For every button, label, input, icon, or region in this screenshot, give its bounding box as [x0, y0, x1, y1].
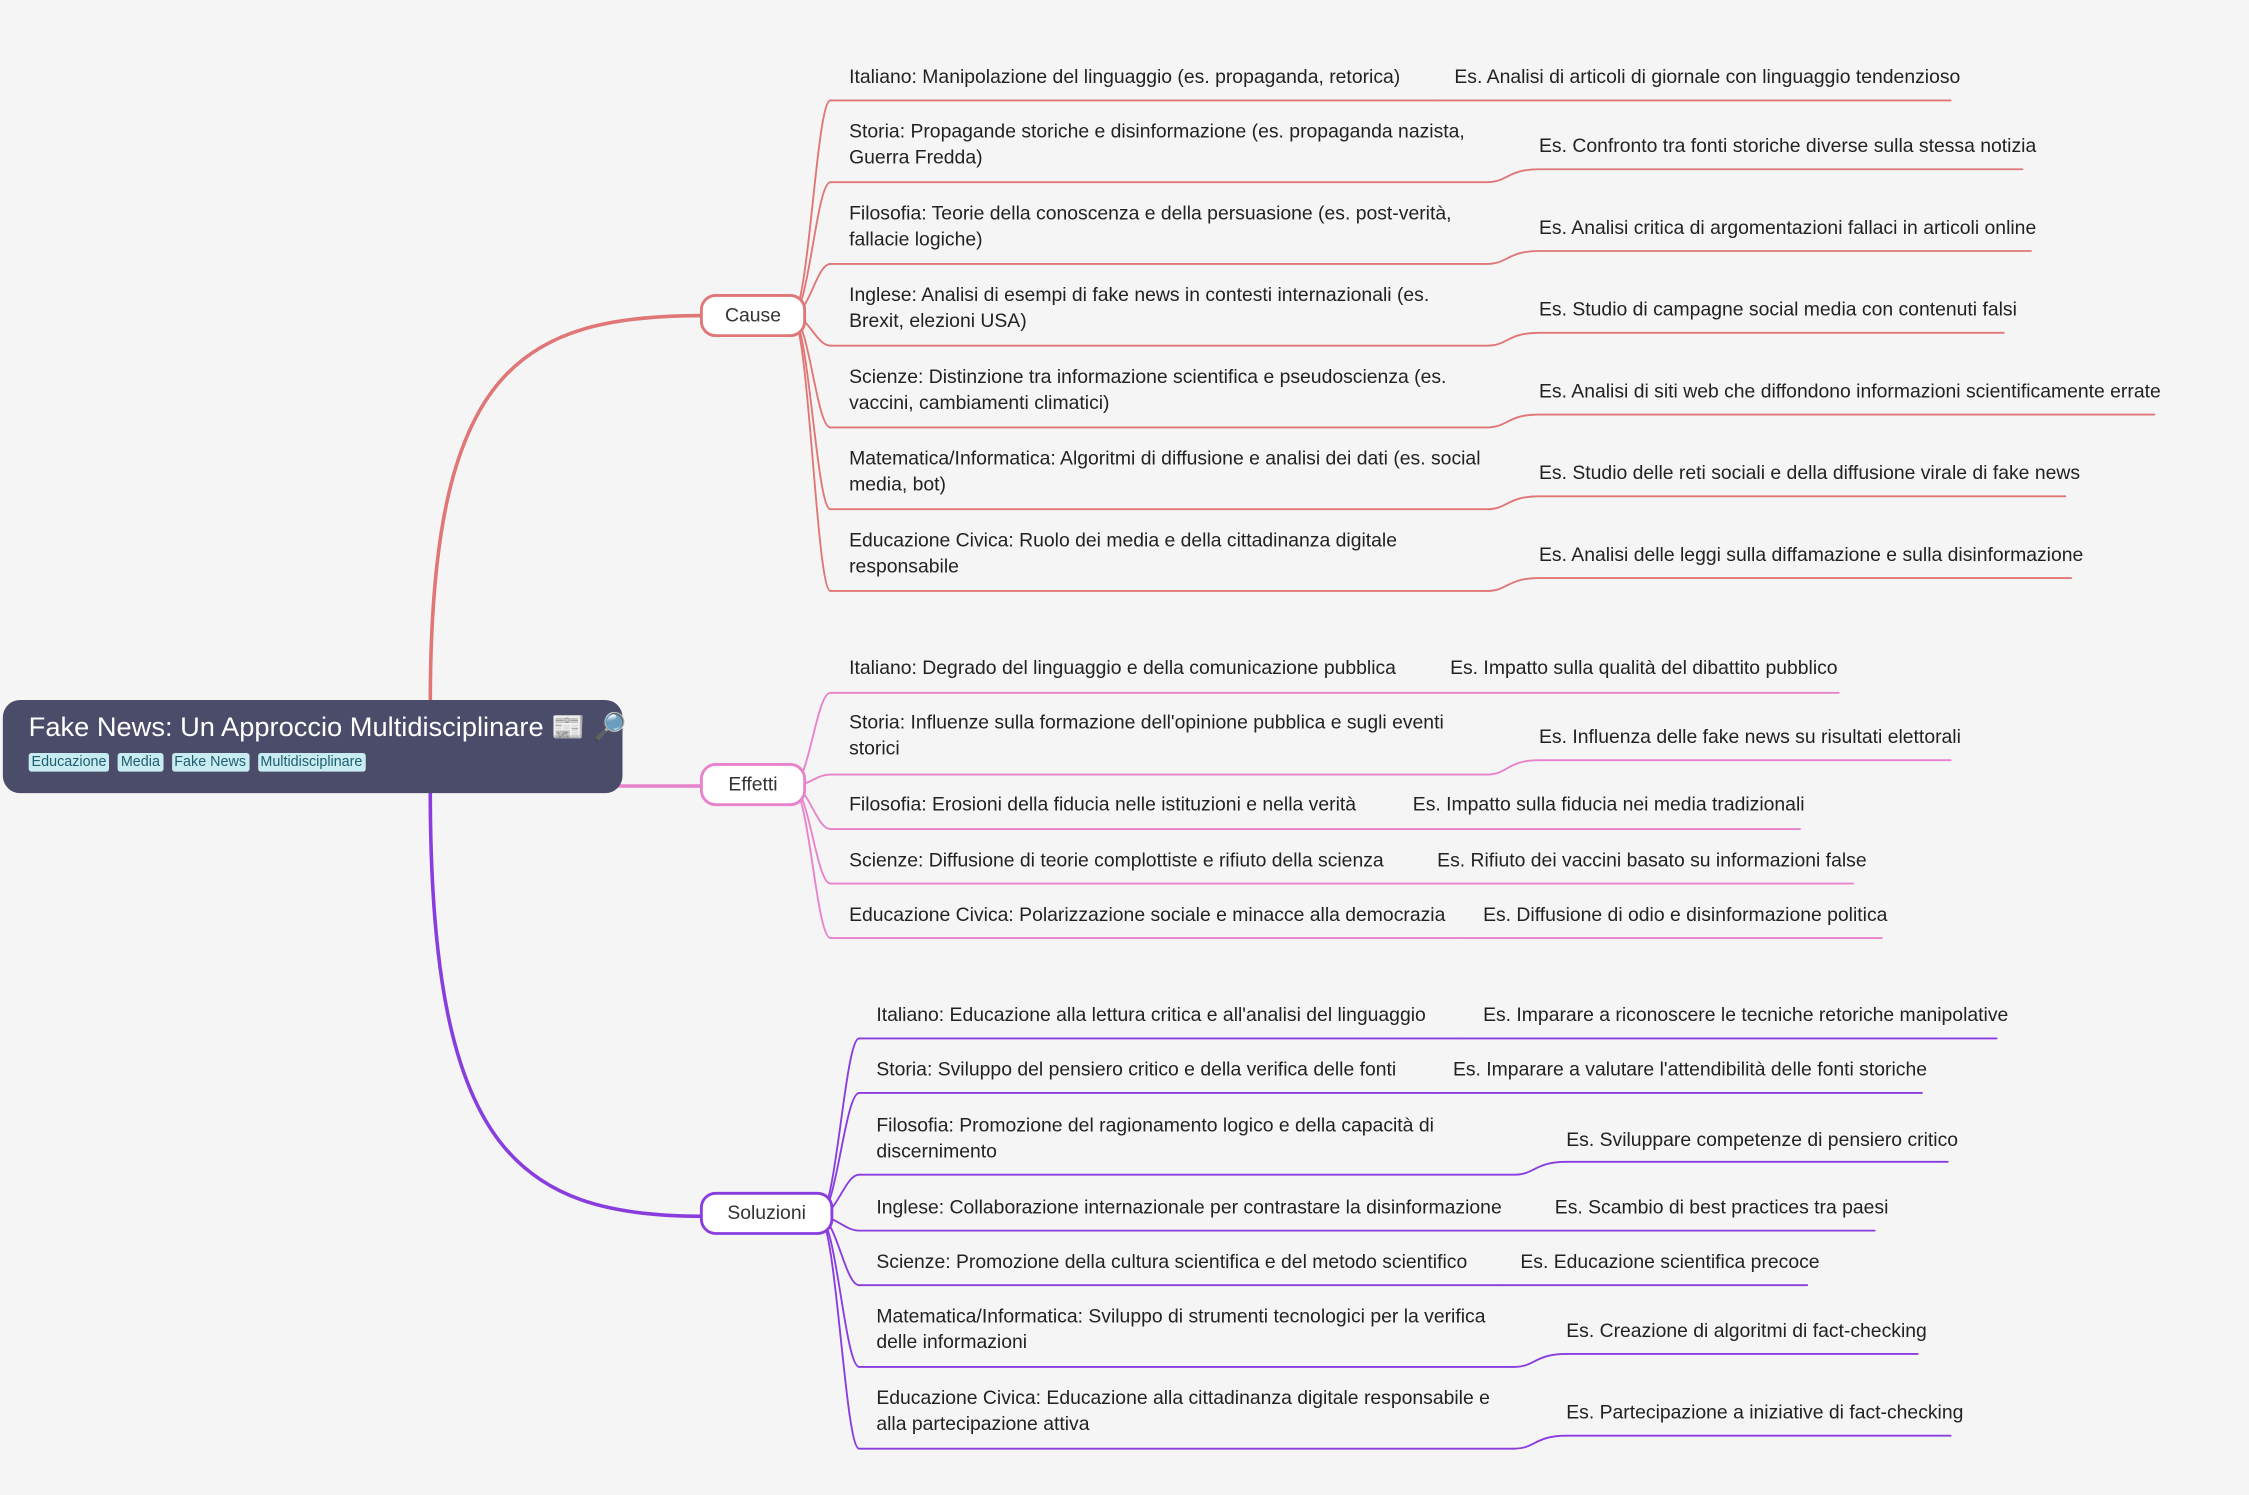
cause-item-connector — [790, 314, 832, 592]
effetti-item-connector — [790, 785, 832, 939]
soluzioni-item[interactable]: Storia: Sviluppo del pensiero critico e … — [876, 1058, 1397, 1081]
soluzioni-example[interactable]: Es. Imparare a valutare l'attendibilità … — [1452, 1058, 1927, 1081]
effetti-example[interactable]: Es. Impatto sulla qualità del dibattito … — [1450, 656, 1838, 679]
soluzioni-example[interactable]: Es. Partecipazione a iniziative di fact-… — [1566, 1401, 1964, 1423]
cause-item[interactable]: Educazione Civica: Ruolo dei media e del… — [849, 529, 1397, 577]
cause-item[interactable]: Italiano: Manipolazione del linguaggio (… — [849, 65, 1401, 88]
effetti-example-connector — [1486, 759, 1540, 776]
soluzioni-item[interactable]: Italiano: Educazione alla lettura critic… — [876, 1004, 1426, 1026]
branch-soluzioni[interactable]: Soluzioni — [699, 1191, 834, 1235]
cause-example[interactable]: Es. Analisi di articoli di giornale con … — [1454, 65, 1961, 88]
cause-example-connector — [1486, 495, 1540, 511]
cause-item[interactable]: Filosofia: Teorie della conoscenza e del… — [849, 202, 1452, 250]
connector-root-soluzioni — [428, 789, 705, 1219]
cause-example-connector — [1486, 168, 1540, 184]
tag-fake-news[interactable]: Fake News — [171, 753, 249, 772]
effetti-item[interactable]: Educazione Civica: Polarizzazione social… — [849, 903, 1446, 926]
root-node[interactable]: Fake News: Un Approccio Multidisciplinar… — [2, 699, 627, 794]
effetti-example[interactable]: Es. Rifiuto dei vaccini basato su inform… — [1437, 849, 1867, 871]
cause-example[interactable]: Es. Studio delle reti sociali e della di… — [1539, 461, 2081, 484]
soluzioni-example-connector — [1513, 1160, 1568, 1176]
branch-cause[interactable]: Cause — [699, 294, 807, 338]
effetti-example[interactable]: Es. Diffusione di odio e disinformazione… — [1483, 903, 1888, 926]
effetti-example[interactable]: Es. Influenza delle fake news su risulta… — [1539, 725, 1961, 748]
soluzioni-item[interactable]: Matematica/Informatica: Sviluppo di stru… — [876, 1305, 1486, 1353]
cause-example[interactable]: Es. Analisi di siti web che diffondono i… — [1539, 380, 2161, 402]
cause-example-connector — [1486, 331, 1540, 347]
cause-example-connector — [1486, 413, 1540, 429]
cause-item[interactable]: Matematica/Informatica: Algoritmi di dif… — [849, 447, 1481, 495]
connector-root-cause — [428, 313, 705, 705]
soluzioni-example[interactable]: Es. Educazione scientifica precoce — [1520, 1250, 1820, 1273]
effetti-item[interactable]: Storia: Influenze sulla formazione dell'… — [849, 711, 1444, 759]
root-title: Fake News: Un Approccio Multidisciplinar… — [28, 712, 627, 743]
soluzioni-example[interactable]: Es. Creazione di algoritmi di fact-check… — [1566, 1319, 1927, 1342]
branch-effetti[interactable]: Effetti — [699, 763, 807, 807]
soluzioni-example[interactable]: Es. Sviluppare competenze di pensiero cr… — [1566, 1128, 1959, 1151]
soluzioni-item[interactable]: Filosofia: Promozione del ragionamento l… — [876, 1114, 1434, 1162]
tag-media[interactable]: Media — [117, 753, 163, 772]
soluzioni-item[interactable]: Educazione Civica: Educazione alla citta… — [876, 1386, 1490, 1435]
tag-educazione[interactable]: Educazione — [28, 753, 110, 772]
cause-example[interactable]: Es. Confronto tra fonti storiche diverse… — [1539, 134, 2037, 157]
cause-item[interactable]: Inglese: Analisi di esempi di fake news … — [849, 283, 1430, 332]
soluzioni-example[interactable]: Es. Imparare a riconoscere le tecniche r… — [1483, 1004, 2009, 1026]
effetti-example[interactable]: Es. Impatto sulla fiducia nei media trad… — [1412, 793, 1805, 815]
effetti-item[interactable]: Filosofia: Erosioni della fiducia nelle … — [849, 793, 1357, 815]
cause-example-connector — [1486, 250, 1540, 265]
tag-multidisciplinare[interactable]: Multidisciplinare — [257, 753, 366, 772]
cause-example[interactable]: Es. Analisi critica di argomentazioni fa… — [1539, 216, 2037, 239]
cause-item-connector — [790, 99, 832, 317]
effetti-item[interactable]: Italiano: Degrado del linguaggio e della… — [849, 656, 1396, 679]
soluzioni-item-connector — [818, 1215, 861, 1450]
cause-item[interactable]: Storia: Propagande storiche e disinforma… — [849, 120, 1465, 168]
tag-list: Educazione Media Fake News Multidiscipli… — [28, 753, 597, 772]
soluzioni-example-connector — [1513, 1353, 1568, 1368]
soluzioni-item[interactable]: Scienze: Promozione della cultura scient… — [876, 1250, 1468, 1273]
soluzioni-item[interactable]: Inglese: Collaborazione internazionale p… — [876, 1196, 1502, 1218]
soluzioni-item-connector — [818, 1037, 861, 1218]
soluzioni-example[interactable]: Es. Scambio di best practices tra paesi — [1554, 1196, 1889, 1218]
cause-example[interactable]: Es. Studio di campagne social media con … — [1539, 298, 2017, 320]
soluzioni-example-connector — [1513, 1434, 1568, 1450]
effetti-item[interactable]: Scienze: Diffusione di teorie complottis… — [849, 849, 1384, 871]
cause-example-connector — [1486, 577, 1540, 592]
cause-item[interactable]: Scienze: Distinzione tra informazione sc… — [849, 365, 1447, 414]
cause-example[interactable]: Es. Analisi delle leggi sulla diffamazio… — [1539, 543, 2084, 566]
soluzioni-item-connector — [818, 1215, 861, 1368]
